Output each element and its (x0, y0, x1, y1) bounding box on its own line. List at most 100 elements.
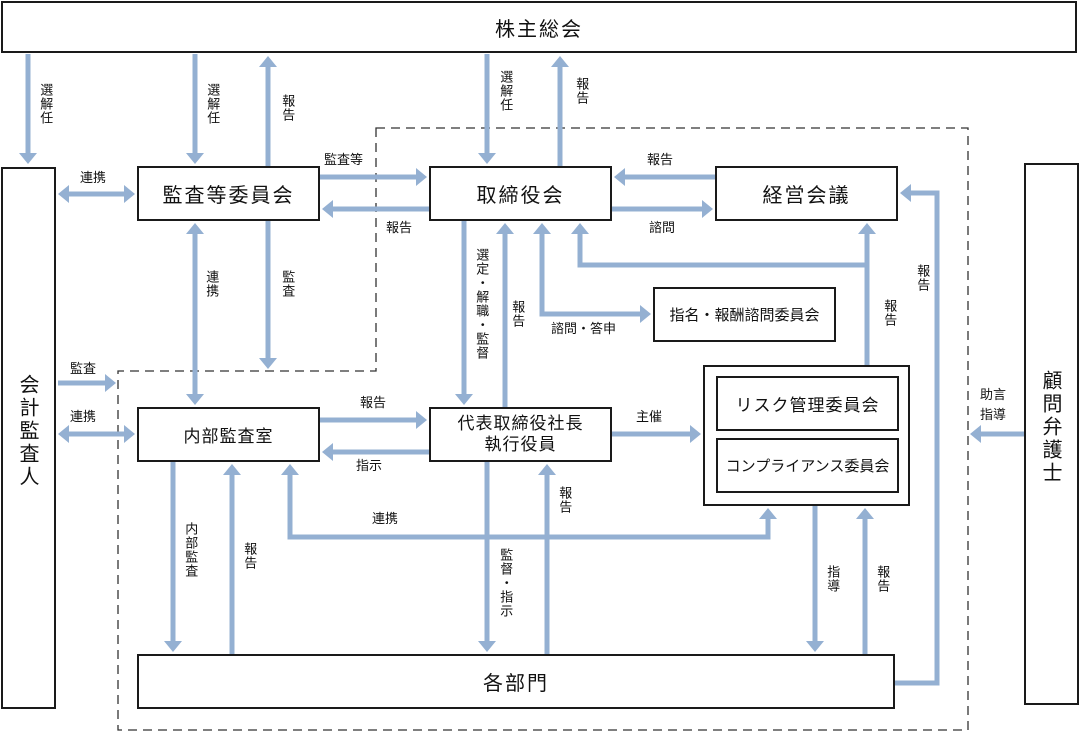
label-lawyer-advice-1: 助言 (980, 388, 1007, 403)
arrow-president-to-departments (478, 462, 496, 652)
label-president-to-committees: 主催 (636, 410, 663, 425)
departments-box: 各部門 (137, 654, 895, 709)
arrow-departments-to-internal (223, 464, 241, 654)
arrow-audit-committee-internal-head (186, 223, 204, 234)
label-board-to-sh: 報告 (573, 77, 589, 105)
accounting-auditor-label: 会計監査人 (16, 374, 40, 489)
legal-advisor-box: 顧問弁護士 (1024, 163, 1079, 705)
label-sh-to-board: 選解任 (497, 70, 513, 112)
label-lawyer-advice-2: 指導 (980, 408, 1007, 424)
arrow-sh-to-audit-committee-head (186, 153, 204, 164)
label-departments-to-committees: 報告 (874, 565, 890, 593)
arrow-internal-to-departments (164, 462, 182, 652)
label-internal-to-departments: 内部監査 (182, 522, 198, 578)
arrow-internal-committees (281, 464, 777, 540)
arrow-departments-to-president-head (538, 464, 556, 475)
arrow-board-to-mgmt (612, 200, 713, 218)
label-audit-committee-to-board: 監査等 (324, 153, 364, 168)
arrow-sh-to-audit-committee (186, 54, 204, 164)
arrow-mgmt-to-board-head (614, 168, 625, 186)
arrow-departments-to-committees-head (856, 508, 874, 519)
arrow-president-to-committees-head (690, 425, 701, 443)
arrow-auditor-internal (58, 425, 135, 443)
arrow-board-nomination-head (640, 305, 651, 323)
nomination-committee-box: 指名・報酬諮問委員会 (653, 287, 836, 342)
shareholders-meeting-box: 株主総会 (1, 1, 1077, 53)
label-committees-to-departments: 指導 (824, 565, 840, 593)
audit-committee-label: 監査等委員会 (162, 183, 295, 207)
arrow-auditor-audit-committee-head (124, 185, 135, 203)
label-president-to-internal: 指示 (356, 459, 383, 474)
label-departments-to-president: 報告 (556, 486, 572, 514)
audit-committee-box: 監査等委員会 (137, 166, 320, 221)
arrow-internal-committees-head (281, 464, 299, 475)
arrow-president-to-departments-head (478, 641, 496, 652)
arrow-auditor-internal-head (58, 425, 69, 443)
arrow-audit-committee-internal (186, 223, 204, 405)
executive-officers-label: 執行役員 (484, 434, 557, 455)
arrow-auditor-audit-head (105, 374, 116, 392)
label-board-to-president: 選定・解職・監督 (473, 248, 489, 360)
arrow-audit-committee-to-board-head (416, 168, 427, 186)
label-internal-committees: 連携 (372, 512, 399, 527)
arrow-committees-to-board-mgmt-head (571, 223, 589, 234)
label-president-to-board: 報告 (509, 300, 525, 328)
arrow-audit-committee-to-board (320, 168, 427, 186)
label-auditor-internal: 連携 (70, 410, 97, 425)
arrow-internal-to-president (320, 411, 427, 429)
company-boundary (117, 127, 969, 731)
management-meeting-box: 経営会議 (715, 166, 898, 221)
label-president-to-departments: 監督・指示 (497, 548, 513, 618)
arrow-audit-committee-internal-head (186, 394, 204, 405)
arrow-audit-committee-to-sh (259, 56, 277, 166)
arrow-committees-to-departments-head (806, 641, 824, 652)
president-label: 代表取締役社長 (457, 414, 584, 435)
arrow-committees-to-departments (806, 506, 824, 652)
arrow-audit-committee-audit (259, 221, 277, 369)
arrow-sh-to-auditor (19, 54, 37, 164)
arrow-board-nomination-head (533, 223, 551, 234)
arrow-departments-to-president (538, 464, 556, 654)
arrow-president-to-internal (322, 443, 429, 461)
arrow-auditor-internal-head (124, 425, 135, 443)
arrow-mgmt-to-board (614, 168, 715, 186)
arrow-sh-to-board (478, 54, 496, 164)
label-auditor-audit-committee: 連携 (80, 171, 107, 186)
arrow-departments-to-mgmt-head (900, 184, 911, 202)
label-board-nomination: 諮問・答申 (551, 322, 617, 337)
accounting-auditor-box: 会計監査人 (1, 167, 56, 709)
legal-advisor-label: 顧問弁護士 (1039, 370, 1063, 485)
arrow-committees-to-mgmt-head (858, 223, 876, 234)
arrow-committees-to-mgmt (858, 223, 876, 267)
label-committees-to-mgmt: 報告 (881, 299, 897, 327)
arrow-board-to-president (455, 221, 473, 405)
arrow-internal-committees-head (759, 508, 777, 519)
arrow-president-to-board-head (496, 223, 514, 234)
label-audit-committee-internal: 連携 (203, 270, 219, 298)
arrow-sh-to-board-head (478, 153, 496, 164)
arrow-departments-to-committees (856, 508, 874, 654)
arrow-auditor-audit-committee (58, 185, 135, 203)
arrow-board-to-sh (551, 56, 569, 166)
nomination-committee-label: 指名・報酬諮問委員会 (669, 306, 820, 324)
label-auditor-audit: 監査 (70, 362, 97, 377)
risk-committee-box: リスク管理委員会 (716, 376, 899, 431)
label-audit-committee-to-sh: 報告 (279, 94, 295, 122)
president-box: 代表取締役社長 執行役員 (429, 407, 612, 462)
arrow-lawyer-advice (970, 425, 1024, 443)
arrow-board-to-president-head (455, 394, 473, 405)
board-of-directors-label: 取締役会 (476, 183, 565, 207)
shareholders-meeting-label: 株主総会 (495, 16, 583, 41)
label-board-to-mgmt: 諮問 (649, 221, 676, 236)
label-lawyer-advice: 助言 指導 (980, 386, 1006, 426)
arrow-president-to-committees (612, 425, 701, 443)
internal-audit-box: 内部監査室 (137, 407, 320, 462)
label-departments-to-internal: 報告 (241, 542, 257, 570)
arrow-president-to-board (496, 223, 514, 407)
label-sh-to-audit-committee: 選解任 (204, 83, 220, 125)
arrow-board-to-sh-head (551, 56, 569, 67)
arrow-board-to-audit-committee (322, 200, 429, 218)
arrow-committees-to-board-mgmt (571, 223, 870, 365)
internal-audit-label: 内部監査室 (183, 427, 274, 447)
